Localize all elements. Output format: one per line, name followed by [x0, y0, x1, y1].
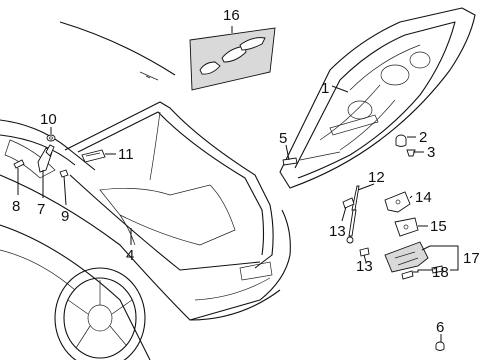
grommet-part: [46, 134, 56, 142]
callout-15: 15: [430, 218, 447, 235]
ball-stud-part-a: [342, 197, 355, 209]
hinge-part: [384, 191, 411, 213]
callout-16: 16: [223, 7, 240, 24]
bump-stop-part: [395, 134, 407, 147]
bracket-part: [394, 217, 419, 237]
callout-1: 1: [321, 80, 329, 97]
ball-stud-part-b: [359, 247, 370, 257]
callout-8: 8: [12, 198, 20, 215]
plug-part: [435, 341, 445, 351]
callout-3: 3: [427, 144, 435, 161]
clip-part: [406, 149, 416, 157]
callout-9: 9: [61, 208, 69, 225]
vehicle-rear-body: [0, 21, 291, 360]
callout-2: 2: [419, 129, 427, 146]
callout-13-lower: 13: [356, 258, 373, 275]
callout-11: 11: [118, 146, 134, 163]
callout-6: 6: [436, 319, 444, 336]
screw-part-b: [431, 265, 444, 274]
callout-17: 17: [463, 250, 480, 267]
sound-insulation-panel-part: [189, 27, 276, 91]
callout-labels: 1 2 3 4 5 6 7 8 9 10 11 12 13 13 14 15 1…: [12, 7, 480, 336]
seal-strip-part: [282, 157, 298, 166]
lock-assembly-part: [384, 241, 429, 273]
callout-12: 12: [368, 169, 385, 186]
clip-small-part: [59, 169, 69, 178]
screw-part-a: [401, 270, 414, 280]
lift-support-part: [346, 185, 360, 244]
decklid-part: [279, 7, 476, 189]
bulb-part: [13, 159, 25, 169]
callout-13-upper: 13: [329, 223, 346, 240]
callout-4: 4: [126, 247, 134, 264]
callout-18: 18: [432, 264, 449, 281]
callout-14: 14: [415, 189, 432, 206]
callout-5: 5: [279, 130, 287, 147]
release-handle-part: [37, 144, 55, 173]
leader-lines: [17, 26, 459, 342]
callout-7: 7: [37, 201, 45, 218]
trunk-handle-part: [81, 149, 106, 163]
callout-10: 10: [40, 111, 57, 128]
